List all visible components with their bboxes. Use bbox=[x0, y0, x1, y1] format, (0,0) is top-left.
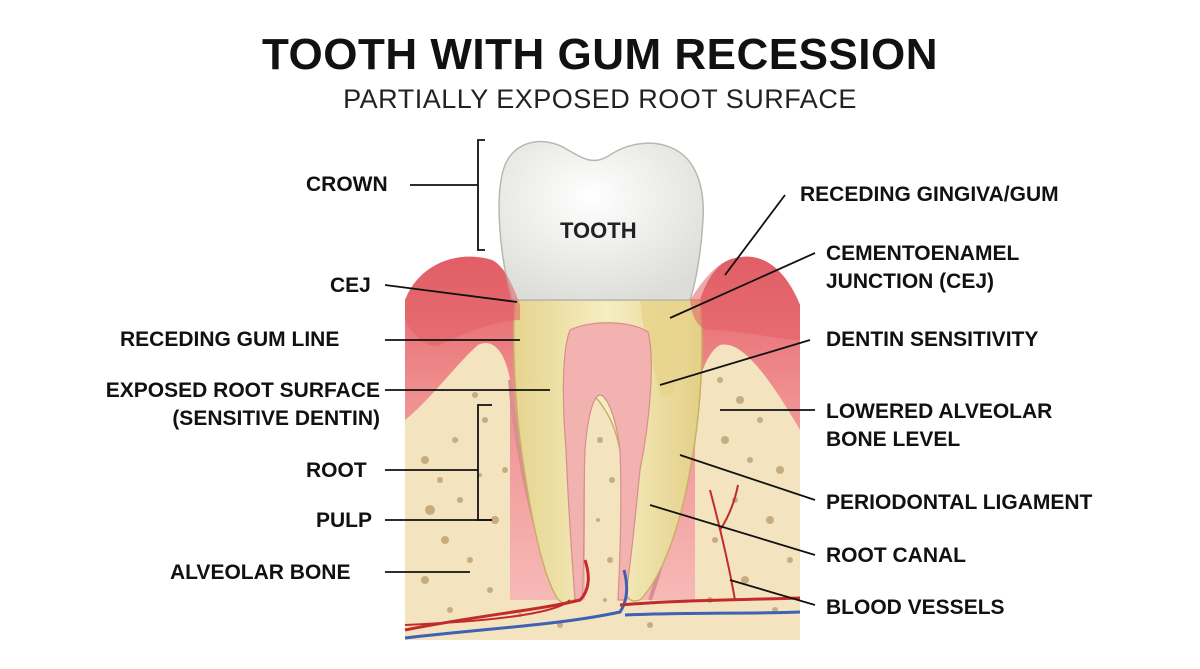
exposed-root-area bbox=[640, 300, 690, 397]
label-receding-gingiva: RECEDING GINGIVA/GUM bbox=[800, 183, 1059, 206]
label-pulp: PULP bbox=[316, 509, 373, 532]
receding-gum-left bbox=[405, 256, 520, 346]
label-lowered-alveolar-bone: LOWERED ALVEOLAR BONE LEVEL bbox=[826, 398, 1052, 454]
alveolar-bone-right bbox=[695, 344, 800, 640]
label-cementoenamel-junction: CEMENTOENAMEL JUNCTION (CEJ) bbox=[826, 240, 1019, 296]
label-exposed-root-line1: EXPOSED ROOT SURFACE bbox=[105, 379, 380, 402]
leader-lines bbox=[384, 139, 816, 606]
label-crown: CROWN bbox=[306, 173, 388, 196]
label-exposed-root-line2: (SENSITIVE DENTIN) bbox=[172, 407, 380, 430]
receding-gum-right bbox=[690, 256, 800, 340]
label-blood-vessels: BLOOD VESSELS bbox=[826, 596, 1005, 619]
diagram-title: TOOTH WITH GUM RECESSION bbox=[261, 30, 939, 79]
alveolar-bone-base bbox=[405, 600, 800, 640]
label-root-canal: ROOT CANAL bbox=[826, 544, 966, 567]
blood-vessels bbox=[404, 484, 801, 640]
label-cej: CEJ bbox=[330, 274, 371, 297]
label-lowered-bone-line2: BONE LEVEL bbox=[826, 428, 961, 451]
label-dentin-sensitivity: DENTIN SENSITIVITY bbox=[826, 328, 1039, 351]
label-cej-line2: JUNCTION (CEJ) bbox=[826, 270, 995, 293]
label-lowered-bone-line1: LOWERED ALVEOLAR bbox=[826, 400, 1053, 423]
diagram-subtitle: PARTIALLY EXPOSED ROOT SURFACE bbox=[343, 84, 857, 114]
label-exposed-root-surface: EXPOSED ROOT SURFACE (SENSITIVE DENTIN) bbox=[62, 377, 380, 433]
label-cej-line1: CEMENTOENAMEL bbox=[826, 242, 1020, 265]
tooth-label: TOOTH bbox=[560, 218, 637, 243]
pulp-chamber bbox=[562, 322, 652, 601]
tooth-crown bbox=[498, 140, 704, 301]
label-root: ROOT bbox=[306, 459, 367, 482]
label-periodontal-ligament: PERIODONTAL LIGAMENT bbox=[826, 491, 1093, 514]
label-receding-gum-line: RECEDING GUM LINE bbox=[120, 328, 340, 351]
label-alveolar-bone: ALVEOLAR BONE bbox=[170, 561, 351, 584]
alveolar-bone-middle bbox=[585, 388, 625, 640]
